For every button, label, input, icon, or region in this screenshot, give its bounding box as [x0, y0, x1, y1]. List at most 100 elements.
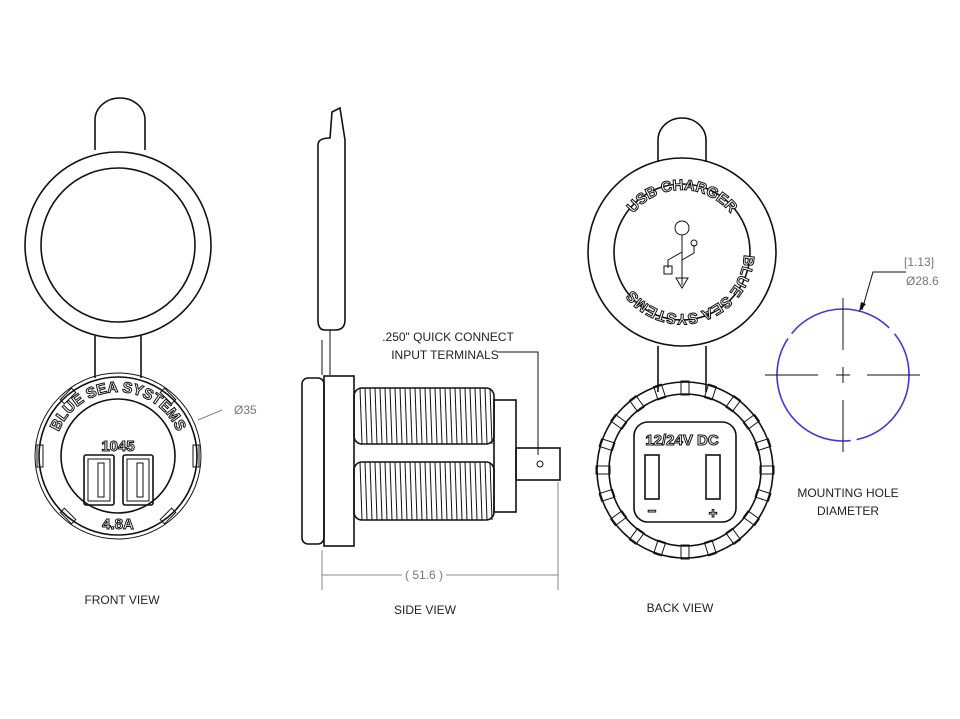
back-view-label: BACK VIEW — [647, 601, 714, 615]
back-bezel-ring — [608, 393, 762, 547]
back-cap-outer — [587, 157, 777, 347]
usb-charger-arc: USB CHARGER — [624, 177, 741, 217]
thread-line — [469, 387, 473, 445]
side-view: .250" QUICK CONNECT INPUT TERMINALS ( 51… — [301, 106, 561, 617]
plus-symbol: + — [709, 505, 718, 522]
thread-line — [374, 461, 378, 521]
thread-line — [444, 387, 448, 445]
bezel-notch — [703, 383, 717, 401]
thread-line — [489, 387, 493, 445]
hole-label-line2: DIAMETER — [817, 504, 879, 518]
bezel-notch — [609, 510, 628, 527]
back-view: USB CHARGER BLUE SEA SYSTEMS 12/24V DC −… — [587, 117, 777, 615]
bezel-notch — [595, 465, 611, 475]
center-mark — [765, 298, 920, 452]
minus-symbol: − — [648, 503, 657, 520]
thread-line — [409, 461, 413, 521]
thread-line — [379, 461, 383, 521]
leader-arrow-icon — [859, 302, 866, 312]
thread-line — [404, 387, 408, 445]
thread-line — [459, 461, 463, 521]
bezel-notch — [680, 380, 690, 396]
thread-line — [399, 387, 403, 445]
bezel-notch — [754, 438, 772, 452]
bezel-notch — [680, 544, 690, 560]
thread-line — [389, 461, 393, 521]
back-face — [633, 421, 737, 523]
hole-label-line1: MOUNTING HOLE — [797, 486, 898, 500]
voltage-label: 12/24V DC — [645, 432, 719, 449]
thread-line — [474, 387, 478, 445]
current-rating: 4.8A — [102, 516, 134, 533]
thread-line — [449, 461, 453, 521]
thread-line — [404, 461, 408, 521]
thread-line — [424, 461, 428, 521]
bezel-notch — [725, 527, 742, 546]
thread-line — [479, 387, 483, 445]
usb-port-left — [83, 454, 115, 506]
bezel-notch — [653, 539, 667, 557]
length-dim: ( 51.6 ) — [405, 568, 443, 582]
bezel-lugs — [36, 387, 200, 525]
thread-line — [459, 387, 463, 445]
thread-line — [384, 461, 388, 521]
thread-line — [359, 461, 363, 521]
thread-line — [374, 387, 378, 445]
side-cap — [317, 106, 346, 331]
bezel-notch — [742, 413, 761, 430]
usb-port-right — [122, 454, 154, 506]
cap-tab — [94, 97, 146, 150]
model-number: 1045 — [101, 438, 134, 455]
side-nut — [323, 375, 355, 547]
usb-symbol-icon — [663, 220, 698, 289]
dim-gap — [402, 566, 446, 582]
thread-line — [414, 461, 418, 521]
thread-line — [439, 387, 443, 445]
bezel-notch — [759, 465, 775, 475]
thread-line — [369, 461, 373, 521]
back-cap-tab — [657, 117, 707, 162]
thread-line — [454, 387, 458, 445]
bezel-notch — [628, 394, 645, 413]
thread-line — [439, 461, 443, 521]
thread-line — [379, 387, 383, 445]
thread-line — [464, 387, 468, 445]
terminal-leader — [498, 351, 539, 455]
diameter-dim: Ø35 — [234, 403, 257, 417]
back-cap-inner — [613, 183, 751, 321]
thread-line — [424, 387, 428, 445]
side-strap — [321, 330, 331, 375]
brand-arc-text: BLUE SEA SYSTEMS — [47, 379, 189, 434]
hole-dim-leader — [861, 271, 906, 311]
cap-strap — [94, 336, 142, 378]
thread-line — [419, 461, 423, 521]
callout-line2: INPUT TERMINALS — [391, 348, 499, 362]
back-bezel-outer — [596, 381, 774, 559]
positive-terminal-slot — [705, 454, 721, 500]
callout-line1: .250" QUICK CONNECT — [382, 330, 514, 344]
front-view-label: FRONT VIEW — [84, 593, 160, 607]
bezel-outer — [38, 376, 198, 536]
thread-line — [419, 387, 423, 445]
thread-line — [409, 387, 413, 445]
thread-line — [434, 461, 438, 521]
thread-line — [399, 461, 403, 521]
front-view: BLUE SEA SYSTEMS 1045 4.8A Ø35 FRONT VIE… — [24, 97, 257, 607]
bezel-notch — [628, 527, 645, 546]
thread-line — [429, 461, 433, 521]
thread-line — [454, 461, 458, 521]
thread-line — [364, 387, 368, 445]
side-view-label: SIDE VIEW — [394, 603, 457, 617]
negative-terminal-slot — [644, 454, 660, 500]
bezel-notch — [653, 383, 667, 401]
thread-line — [364, 461, 368, 521]
side-flange — [301, 377, 325, 545]
hole-dim-mm: Ø28.6 — [906, 274, 939, 288]
bezel-notch — [703, 539, 717, 557]
thread-line — [484, 461, 488, 521]
thread-line — [394, 387, 398, 445]
thread-line — [429, 387, 433, 445]
thread-line — [449, 387, 453, 445]
